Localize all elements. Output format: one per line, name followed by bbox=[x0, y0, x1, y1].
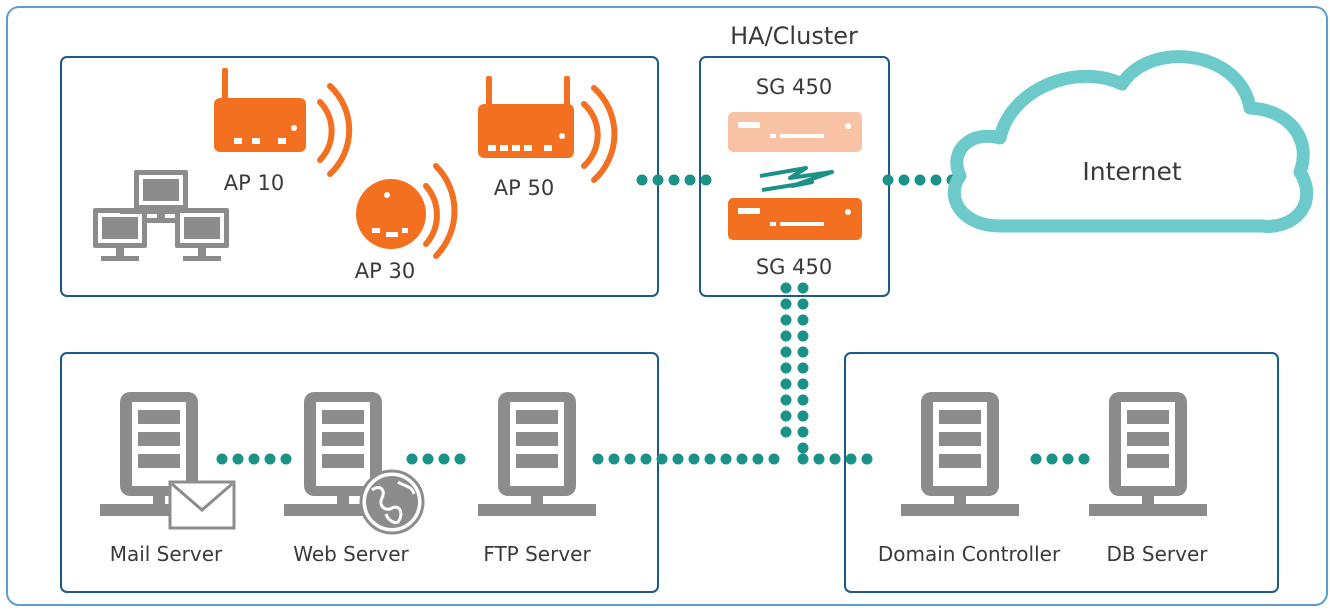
db-server-label: DB Server bbox=[1106, 542, 1208, 566]
ap10-signal-icon bbox=[317, 83, 353, 177]
ap30-signal-icon bbox=[423, 163, 458, 259]
connection-lines bbox=[216, 174, 1096, 465]
ap30-access-point-icon bbox=[356, 179, 426, 249]
ap10-router-icon bbox=[214, 68, 306, 152]
sg450-secondary-appliance-icon bbox=[728, 198, 862, 240]
cluster-title: HA/Cluster bbox=[730, 22, 858, 50]
ap50-signal-icon bbox=[581, 85, 618, 183]
mail-server-icon bbox=[100, 392, 236, 530]
internet-cloud-icon bbox=[947, 50, 1314, 233]
outer-frame bbox=[6, 6, 1328, 606]
ha-sync-link-icon bbox=[759, 166, 834, 192]
domain-controller-label: Domain Controller bbox=[878, 542, 1061, 566]
ftp-server-label: FTP Server bbox=[483, 542, 591, 566]
web-server-icon bbox=[284, 392, 425, 535]
mail-server-label: Mail Server bbox=[110, 542, 223, 566]
ap50-router-icon bbox=[478, 76, 574, 158]
internet-label: Internet bbox=[1082, 157, 1181, 186]
web-server-label: Web Server bbox=[293, 542, 409, 566]
ap50-label: AP 50 bbox=[494, 176, 554, 200]
sg450-primary-label: SG 450 bbox=[756, 75, 832, 99]
ap30-label: AP 30 bbox=[355, 259, 415, 283]
workstations-icon bbox=[93, 170, 229, 261]
ap10-label: AP 10 bbox=[224, 171, 284, 195]
sg450-primary-appliance-icon bbox=[728, 112, 862, 152]
sg450-secondary-label: SG 450 bbox=[756, 255, 832, 279]
